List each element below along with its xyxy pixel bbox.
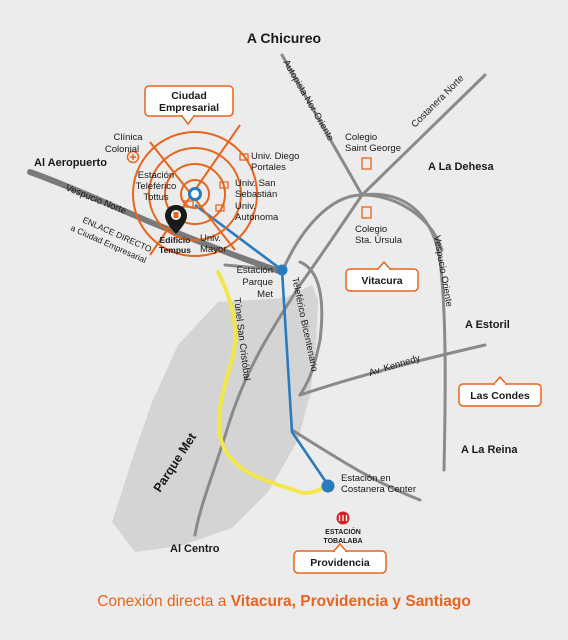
- ciudad-empresarial-label-1: Ciudad: [171, 90, 207, 102]
- road-av-kennedy: [298, 343, 487, 397]
- colegio-su-label-1: Colegio: [355, 224, 387, 235]
- ciudad-empresarial-target: [132, 124, 258, 257]
- las-condes-label: Las Condes: [470, 390, 530, 402]
- colegio-su-label-2: Sta. Úrsula: [355, 235, 403, 246]
- vitacura-label: Vitacura: [361, 275, 402, 287]
- parque-met-area: [112, 285, 318, 552]
- direction-la-reina: A La Reina: [461, 444, 518, 456]
- estacion-teleferico-label-2: Teleférico: [136, 181, 177, 192]
- um-label-2: Mayor: [200, 244, 226, 255]
- metro-icon: [336, 511, 350, 525]
- label-vespucio-oriente: Vespucio Oriente: [431, 235, 454, 308]
- university-icon: [215, 153, 249, 212]
- road-vespucio-oriente: [360, 192, 447, 472]
- colegio-sg-label-2: Saint George: [345, 143, 401, 154]
- cart-icon: [180, 198, 194, 208]
- uss-label-1: Univ. San: [235, 178, 275, 189]
- colegio-sg-label-1: Colegio: [345, 132, 377, 143]
- edificio-label-2: Tempus: [159, 245, 191, 255]
- caption: Conexión directa a Vitacura, Providencia…: [0, 593, 568, 611]
- road-autopista-nor-oriente: [280, 53, 364, 197]
- estacion-pm-label-2: Parque: [242, 277, 273, 288]
- label-vespucio-norte: Vespucio Norte: [64, 183, 128, 217]
- direction-chicureo: A Chicureo: [247, 30, 321, 46]
- label-av-kennedy: Av. Kennedy: [368, 353, 422, 379]
- direction-centro: Al Centro: [170, 543, 220, 555]
- uss-label-2: Sebastián: [235, 189, 277, 200]
- hospital-icon: [126, 150, 140, 164]
- road-loop-south: [298, 260, 324, 397]
- udp-label-1: Univ. Diego: [251, 151, 299, 162]
- road-diagonal-centro: [193, 193, 364, 537]
- label-autopista: Autopista Nor-Oriente: [280, 58, 335, 143]
- las-condes-callout: Las Condes: [458, 375, 542, 407]
- direction-aeropuerto: Al Aeropuerto: [34, 157, 107, 169]
- station-parque-met-marker: [276, 264, 288, 276]
- ciudad-empresarial-callout: Ciudad Empresarial: [144, 85, 234, 126]
- road-network-dark: [27, 169, 285, 275]
- clinica-label-2: Colonial: [105, 144, 139, 155]
- location-pin-icon: [165, 205, 187, 234]
- estacion-pm-label-1: Estación: [237, 265, 273, 276]
- vitacura-callout: Vitacura: [345, 260, 419, 292]
- um-label-1: Univ.: [200, 233, 221, 244]
- road-costanera-norte: [360, 73, 487, 197]
- direction-estoril: A Estoril: [465, 319, 510, 331]
- caption-prefix: Conexión directa a: [97, 593, 231, 610]
- estacion-cc-label-1: Estación en: [341, 473, 391, 484]
- estacion-cc-label-2: Costanera Center: [341, 484, 416, 495]
- road-tobalaba: [290, 428, 422, 502]
- school-icon: [361, 157, 372, 219]
- estacion-teleferico-label-1: Estación: [138, 170, 174, 181]
- udp-label-2: Portales: [251, 162, 286, 173]
- tottus-label: Tottus: [143, 192, 169, 203]
- road-vespucio-norte-main: [27, 169, 285, 275]
- tobalaba-label-2: TOBALABA: [323, 538, 362, 545]
- ciudad-empresarial-label-2: Empresarial: [159, 102, 219, 114]
- clinica-label-1: Clínica: [113, 132, 143, 143]
- estacion-pm-label-3: Met: [257, 289, 273, 300]
- teleferico-station-icon: [188, 187, 202, 201]
- direction-la-dehesa: A La Dehesa: [428, 161, 495, 173]
- edificio-label-1: Edificio: [160, 235, 191, 245]
- ua-label-2: Autónoma: [235, 212, 279, 223]
- tunel-san-cristobal: [216, 270, 330, 495]
- providencia-label: Providencia: [310, 557, 370, 569]
- caption-emphasis: Vitacura, Providencia y Santiago: [230, 593, 471, 610]
- providencia-callout: Providencia: [293, 542, 387, 574]
- station-costanera-marker: [321, 479, 335, 493]
- tobalaba-label-1: ESTACIÓN: [325, 527, 361, 536]
- ua-label-1: Univ.: [235, 201, 256, 212]
